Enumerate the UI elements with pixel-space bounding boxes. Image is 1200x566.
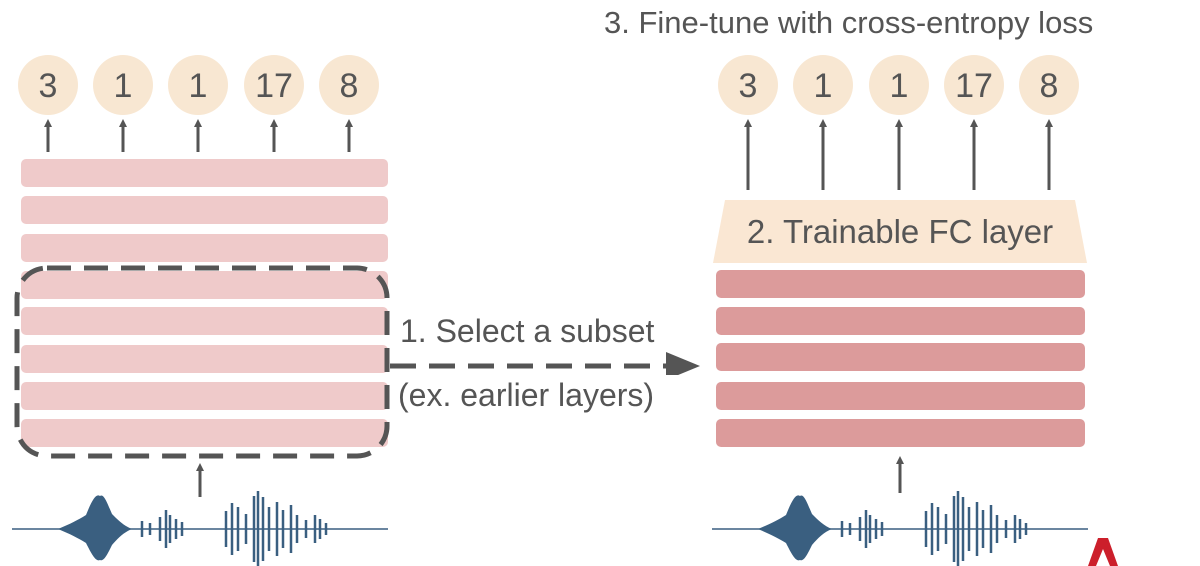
right-output-arrows [744, 119, 1053, 190]
selected-layer [716, 307, 1085, 335]
right-token-row: 3 1 1 17 8 [718, 55, 1079, 115]
right-waveform [712, 491, 1088, 566]
left-layer-stack [21, 159, 388, 447]
left-token-row: 3 1 1 17 8 [18, 55, 379, 115]
step1-label-line2: (ex. earlier layers) [398, 377, 654, 413]
model-layer [21, 196, 388, 224]
model-layer [21, 345, 388, 373]
selected-layer [716, 343, 1085, 371]
token-label: 1 [890, 67, 909, 105]
left-panel: 3 1 1 17 8 [12, 55, 390, 566]
token-label: 17 [955, 67, 993, 105]
selected-layer [716, 419, 1085, 447]
model-layer [21, 419, 388, 447]
selected-layer [716, 270, 1085, 298]
token-label: 1 [814, 67, 833, 105]
left-token: 8 [319, 55, 379, 115]
model-layer [21, 234, 388, 262]
fc-layer [713, 200, 1087, 263]
model-layer [21, 307, 388, 335]
token-label: 1 [189, 67, 208, 105]
token-label: 17 [255, 67, 293, 105]
model-layer [21, 159, 388, 187]
selected-layer [716, 382, 1085, 410]
label-backdrop [394, 312, 694, 348]
right-token: 1 [793, 55, 853, 115]
right-layer-stack [716, 270, 1085, 447]
logo-fragment-icon [1088, 538, 1118, 566]
left-output-arrows [44, 119, 353, 152]
left-waveform [12, 491, 388, 566]
transfer-arrow [390, 352, 700, 380]
model-layer [21, 382, 388, 410]
label-backdrop [394, 375, 694, 415]
right-panel: 3. Fine-tune with cross-entropy loss 3 1… [604, 5, 1118, 566]
left-token: 1 [168, 55, 228, 115]
right-token: 1 [869, 55, 929, 115]
step1-label-line1: 1. Select a subset [400, 313, 654, 349]
right-token: 8 [1019, 55, 1079, 115]
token-label: 8 [1040, 67, 1059, 105]
left-token: 1 [93, 55, 153, 115]
token-label: 3 [739, 67, 758, 105]
token-label: 1 [114, 67, 133, 105]
right-token: 17 [944, 55, 1004, 115]
subset-selection-box [14, 265, 390, 459]
token-label: 3 [39, 67, 58, 105]
token-label: 8 [340, 67, 359, 105]
step2-label: 2. Trainable FC layer [747, 213, 1053, 250]
model-layer [21, 271, 388, 299]
step3-label: 3. Fine-tune with cross-entropy loss [604, 5, 1093, 40]
left-token: 17 [244, 55, 304, 115]
left-token: 3 [18, 55, 78, 115]
right-token: 3 [718, 55, 778, 115]
